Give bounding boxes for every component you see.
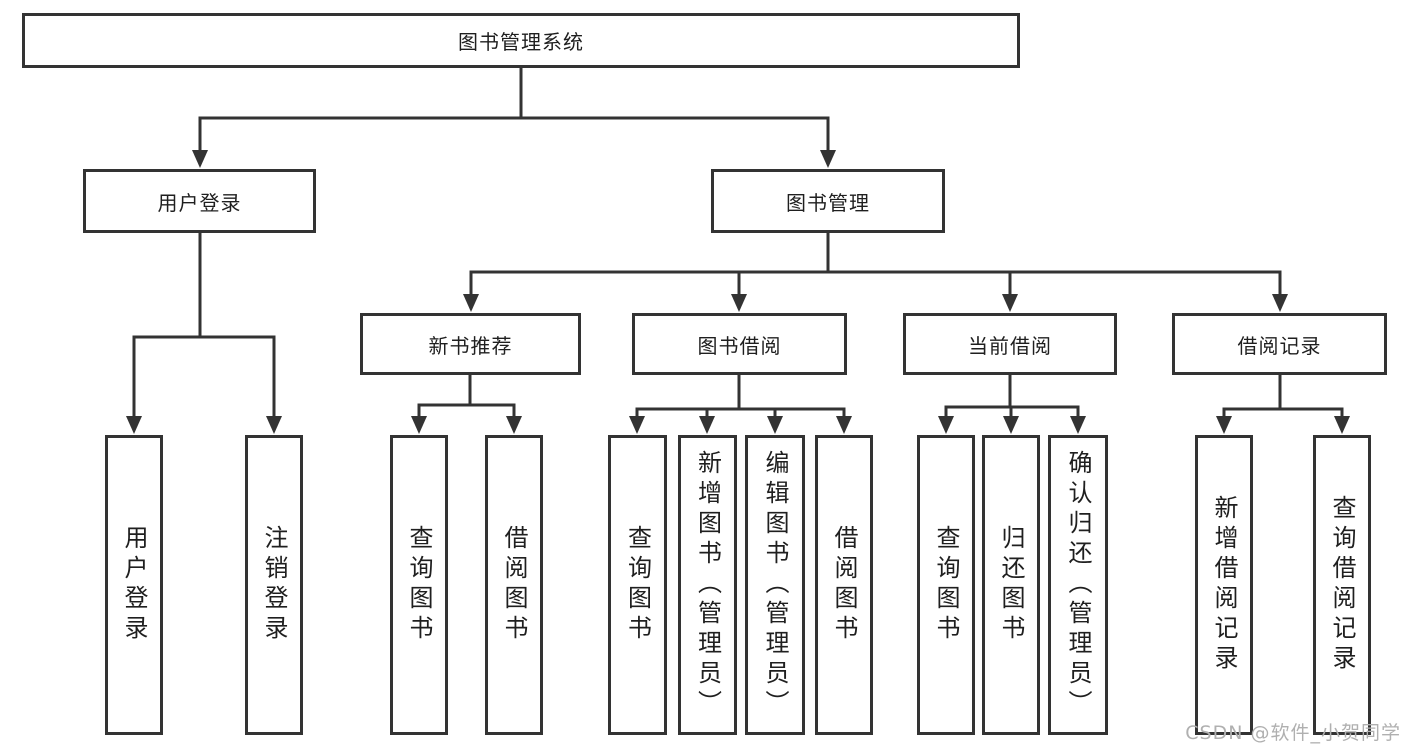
node-current-borrowing: 当前借阅 <box>903 313 1117 375</box>
connector-currentborrow-to-leaves <box>938 375 1086 434</box>
connector-userlogin-to-leaves <box>126 233 282 434</box>
connector-borrowrecord-to-leaves <box>1216 375 1350 434</box>
leaf-logout: 注销登录 <box>245 435 303 735</box>
node-book-management: 图书管理 <box>711 169 945 233</box>
node-book-borrowing: 图书借阅 <box>632 313 847 375</box>
leaf-user-login: 用户登录 <box>105 435 163 735</box>
connector-bookmgmt-to-level3 <box>463 233 1288 312</box>
leaf-current-query-books: 查询图书 <box>917 435 975 735</box>
node-root-library-system: 图书管理系统 <box>22 13 1020 68</box>
leaf-borrow-borrow-books: 借阅图书 <box>815 435 873 735</box>
connector-root-to-level2 <box>192 68 836 168</box>
node-new-book-recommend: 新书推荐 <box>360 313 581 375</box>
leaf-newbook-borrow-books: 借阅图书 <box>485 435 543 735</box>
leaf-add-book-admin: 新增图书（管理员） <box>678 435 737 735</box>
connector-newbook-to-leaves <box>411 375 522 434</box>
connector-bookborrow-to-leaves <box>629 375 852 434</box>
leaf-return-books: 归还图书 <box>982 435 1040 735</box>
leaf-query-borrow-record: 查询借阅记录 <box>1313 435 1371 735</box>
leaf-edit-book-admin: 编辑图书（管理员） <box>745 435 805 735</box>
leaf-borrow-query-books: 查询图书 <box>608 435 667 735</box>
node-user-login: 用户登录 <box>83 169 316 233</box>
leaf-newbook-query-books: 查询图书 <box>390 435 448 735</box>
leaf-add-borrow-record: 新增借阅记录 <box>1195 435 1253 735</box>
node-borrowing-records: 借阅记录 <box>1172 313 1387 375</box>
leaf-confirm-return-admin: 确认归还（管理员） <box>1048 435 1108 735</box>
